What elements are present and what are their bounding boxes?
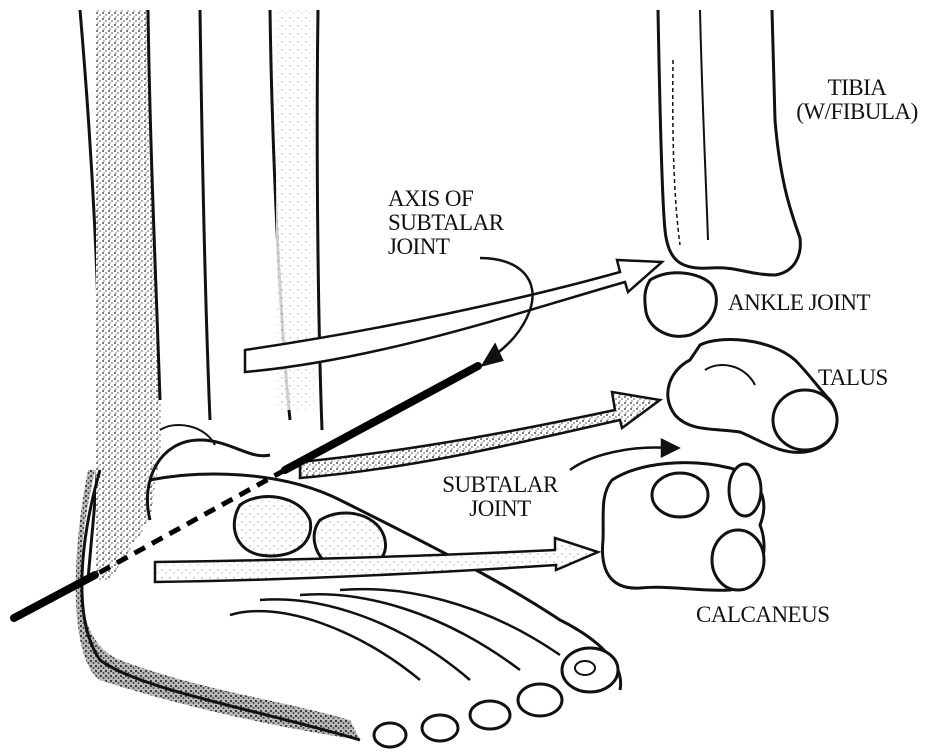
leg-outline bbox=[80, 10, 322, 580]
tibia-label-line1: TIBIA bbox=[772, 76, 942, 100]
axis-label-line1: AXIS OF bbox=[388, 187, 504, 211]
subtalar-label-line1: SUBTALAR bbox=[425, 473, 575, 497]
talus-bone bbox=[668, 340, 837, 453]
axis-label-line2: SUBTALAR bbox=[388, 211, 504, 235]
calcaneus-text: CALCANEUS bbox=[696, 602, 830, 627]
subtalar-label-line2: JOINT bbox=[425, 497, 575, 521]
calcaneus-label: CALCANEUS bbox=[696, 603, 830, 627]
axis-of-subtalar-joint-label: AXIS OF SUBTALAR JOINT bbox=[388, 187, 504, 259]
calcaneus-bone bbox=[602, 463, 764, 591]
talus-label: TALUS bbox=[818, 366, 888, 390]
tibia-label: TIBIA (W/FIBULA) bbox=[772, 76, 942, 124]
ankle-joint-label: ANKLE JOINT bbox=[728, 291, 870, 315]
ankle-joint-text: ANKLE JOINT bbox=[728, 290, 870, 315]
talus-text: TALUS bbox=[818, 365, 888, 390]
tibia-bone bbox=[658, 10, 800, 275]
ankle-joint-bone bbox=[645, 273, 717, 336]
axis-label-line3: JOINT bbox=[388, 235, 504, 259]
subtalar-joint-label: SUBTALAR JOINT bbox=[425, 473, 575, 521]
tibia-label-line2: (W/FIBULA) bbox=[772, 100, 942, 124]
